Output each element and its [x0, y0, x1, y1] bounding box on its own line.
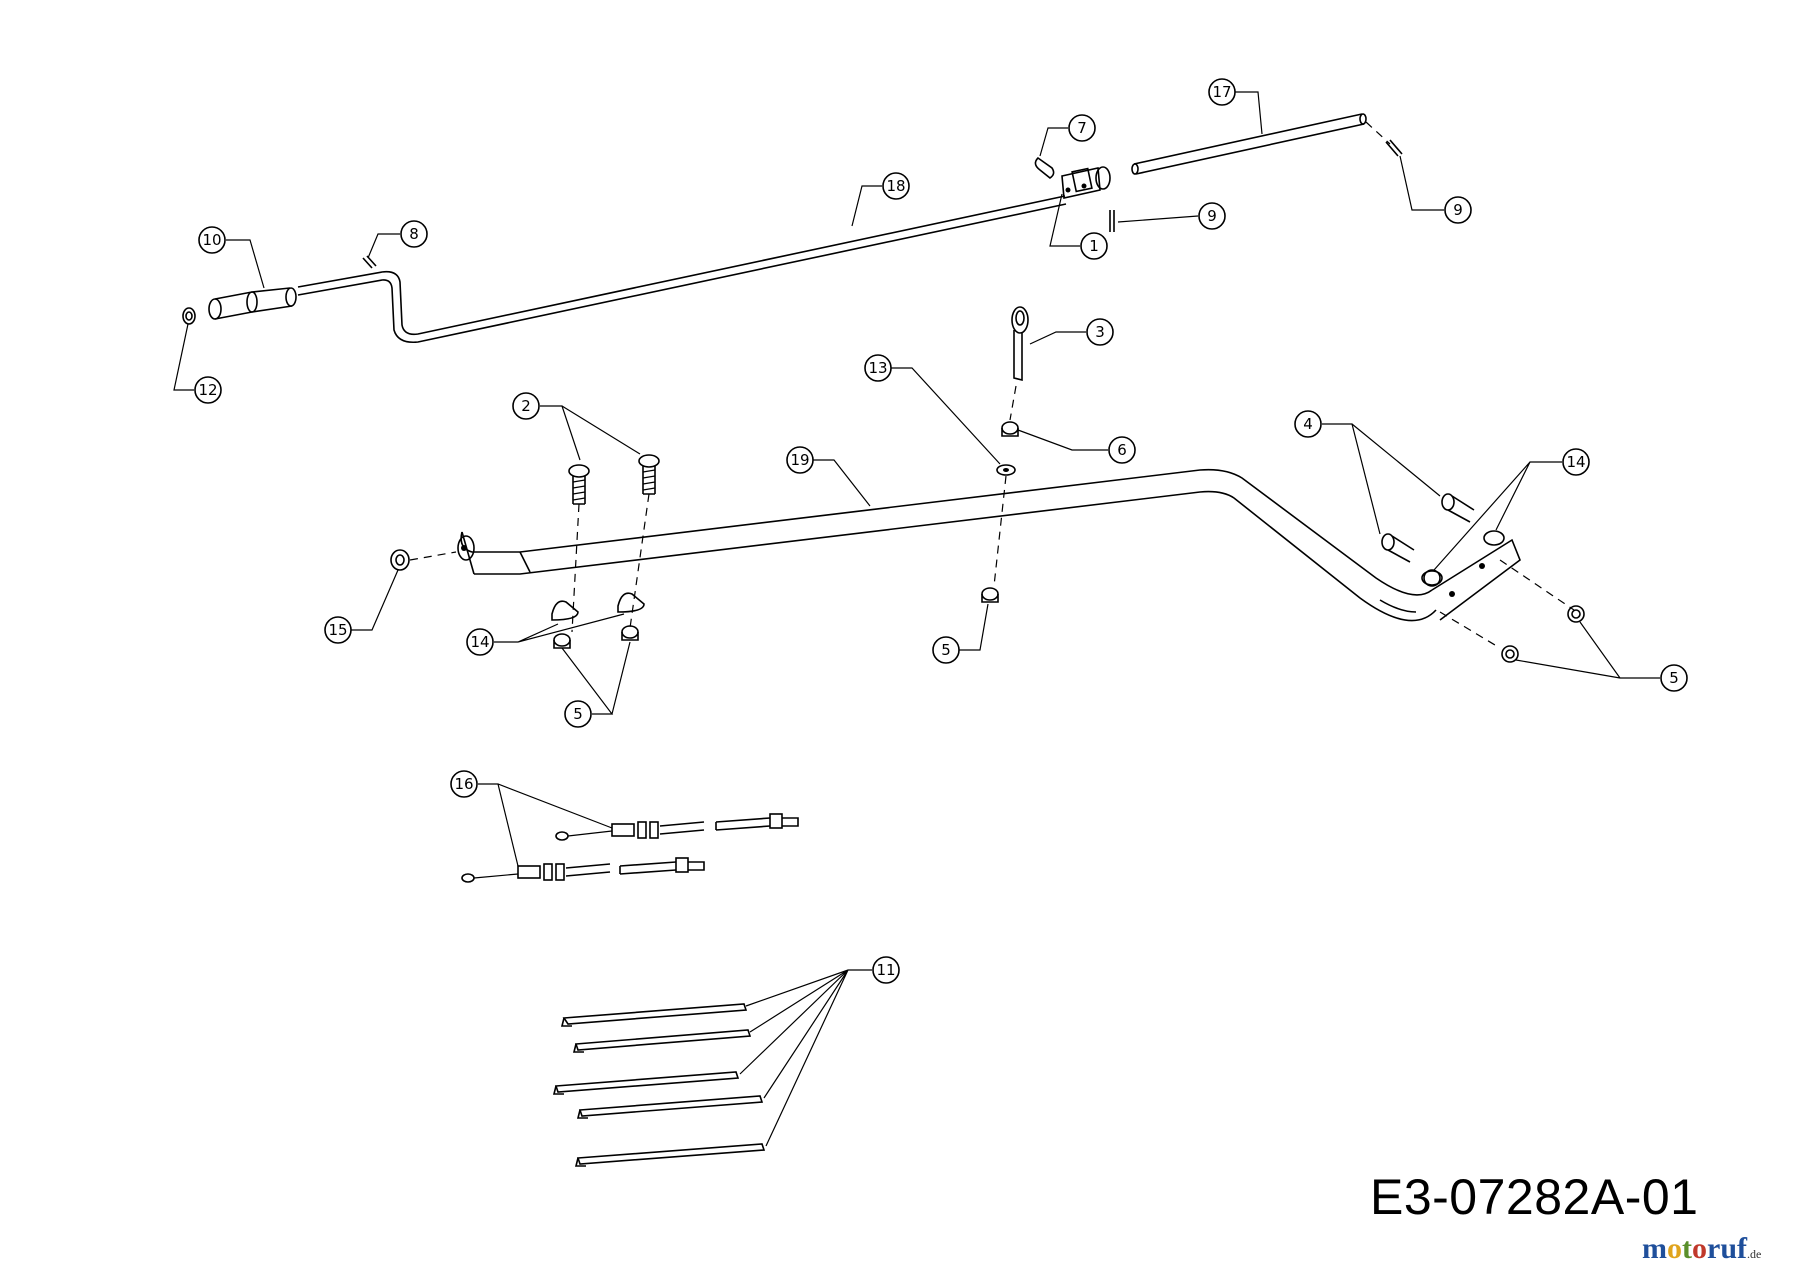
- svg-text:14: 14: [470, 633, 489, 651]
- callout-5-right: 5: [1660, 664, 1688, 692]
- svg-text:11: 11: [876, 961, 895, 979]
- callout-19: 19: [786, 446, 814, 474]
- callout-11: 11: [872, 956, 900, 984]
- part-5-nut-left-b: [621, 625, 639, 641]
- part-11-cable-tie-2: [572, 1029, 752, 1053]
- callout-5-left: 5: [564, 700, 592, 728]
- callout-9-right: 9: [1444, 196, 1472, 224]
- svg-text:3: 3: [1095, 323, 1105, 341]
- callout-14-right: 14: [1562, 448, 1590, 476]
- part-14-clamp-left-b: [617, 592, 645, 613]
- svg-text:1: 1: [1089, 237, 1099, 255]
- svg-text:17: 17: [1212, 83, 1231, 101]
- callout-15: 15: [324, 616, 352, 644]
- part-6-nut: [1001, 421, 1019, 437]
- part-14-clamp-right-a: [1483, 530, 1505, 546]
- part-2-carriage-bolt-right: [638, 454, 660, 495]
- part-13-washer: [996, 464, 1016, 476]
- callout-7: 7: [1068, 114, 1096, 142]
- part-9-pin-right: [1385, 139, 1403, 157]
- part-3-eye-bolt: [1011, 306, 1029, 382]
- part-11-cable-tie-4: [576, 1095, 764, 1119]
- part-1-coupler: [1061, 166, 1111, 199]
- svg-text:7: 7: [1077, 119, 1087, 137]
- callout-14-left: 14: [466, 628, 494, 656]
- part-2-carriage-bolt-left: [568, 464, 590, 505]
- callout-9-middle: 9: [1198, 202, 1226, 230]
- callout-10: 10: [198, 226, 226, 254]
- svg-text:9: 9: [1207, 207, 1217, 225]
- part-11-cable-tie-1: [560, 1003, 748, 1027]
- part-5-nut-left-a: [553, 633, 571, 649]
- part-18-crank-shaft: [297, 195, 1067, 344]
- svg-text:9: 9: [1453, 201, 1463, 219]
- svg-text:18: 18: [886, 177, 905, 195]
- part-10-handle-grip: [208, 287, 297, 320]
- svg-text:6: 6: [1117, 441, 1127, 459]
- part-11-cable-tie-5: [574, 1143, 766, 1167]
- svg-text:15: 15: [328, 621, 347, 639]
- part-14-clamp-right-b: [1421, 570, 1443, 586]
- drawing-number: E3-07282A-01: [1370, 1169, 1699, 1225]
- callout-5-middle: 5: [932, 636, 960, 664]
- svg-text:5: 5: [1669, 669, 1679, 687]
- svg-text:8: 8: [409, 225, 419, 243]
- svg-text:4: 4: [1303, 415, 1313, 433]
- part-11-cable-tie-3: [552, 1071, 740, 1095]
- svg-text:19: 19: [790, 451, 809, 469]
- callout-4: 4: [1294, 410, 1322, 438]
- callout-18: 18: [882, 172, 910, 200]
- part-12-washer: [182, 307, 196, 325]
- svg-text:2: 2: [521, 397, 531, 415]
- svg-text:16: 16: [454, 775, 473, 793]
- svg-text:14: 14: [1566, 453, 1585, 471]
- callout-2: 2: [512, 392, 540, 420]
- part-7-clip: [1034, 156, 1055, 179]
- callout-1: 1: [1080, 232, 1108, 260]
- callout-8: 8: [400, 220, 428, 248]
- svg-text:5: 5: [941, 641, 951, 659]
- leader-lines: [173, 91, 1660, 1147]
- part-5-nut-middle: [981, 587, 999, 603]
- callout-16: 16: [450, 770, 478, 798]
- callout-3: 3: [1086, 318, 1114, 346]
- callout-17: 17: [1208, 78, 1236, 106]
- part-16-cable-upper: [555, 813, 799, 841]
- svg-text:5: 5: [573, 705, 583, 723]
- part-8-pin: [362, 255, 377, 269]
- svg-text:12: 12: [198, 381, 217, 399]
- callout-6: 6: [1108, 436, 1136, 464]
- svg-text:10: 10: [202, 231, 221, 249]
- part-15-nut: [390, 549, 410, 571]
- part-4-bolt-upper: [1441, 493, 1475, 523]
- part-9-pin-middle: [1109, 210, 1115, 232]
- callout-12: 12: [194, 376, 222, 404]
- callout-13: 13: [864, 354, 892, 382]
- part-5-nut-right-a: [1567, 605, 1585, 623]
- part-4-bolt-lower: [1381, 533, 1415, 563]
- part-16-cable-lower: [461, 857, 705, 883]
- part-14-clamp-left-a: [551, 600, 579, 621]
- watermark-logo: motoruf.de: [1642, 1232, 1762, 1265]
- part-5-nut-right-b: [1501, 645, 1519, 663]
- part-19-handle-bar: [457, 468, 1521, 622]
- svg-text:13: 13: [868, 359, 887, 377]
- part-17-rod: [1131, 113, 1367, 175]
